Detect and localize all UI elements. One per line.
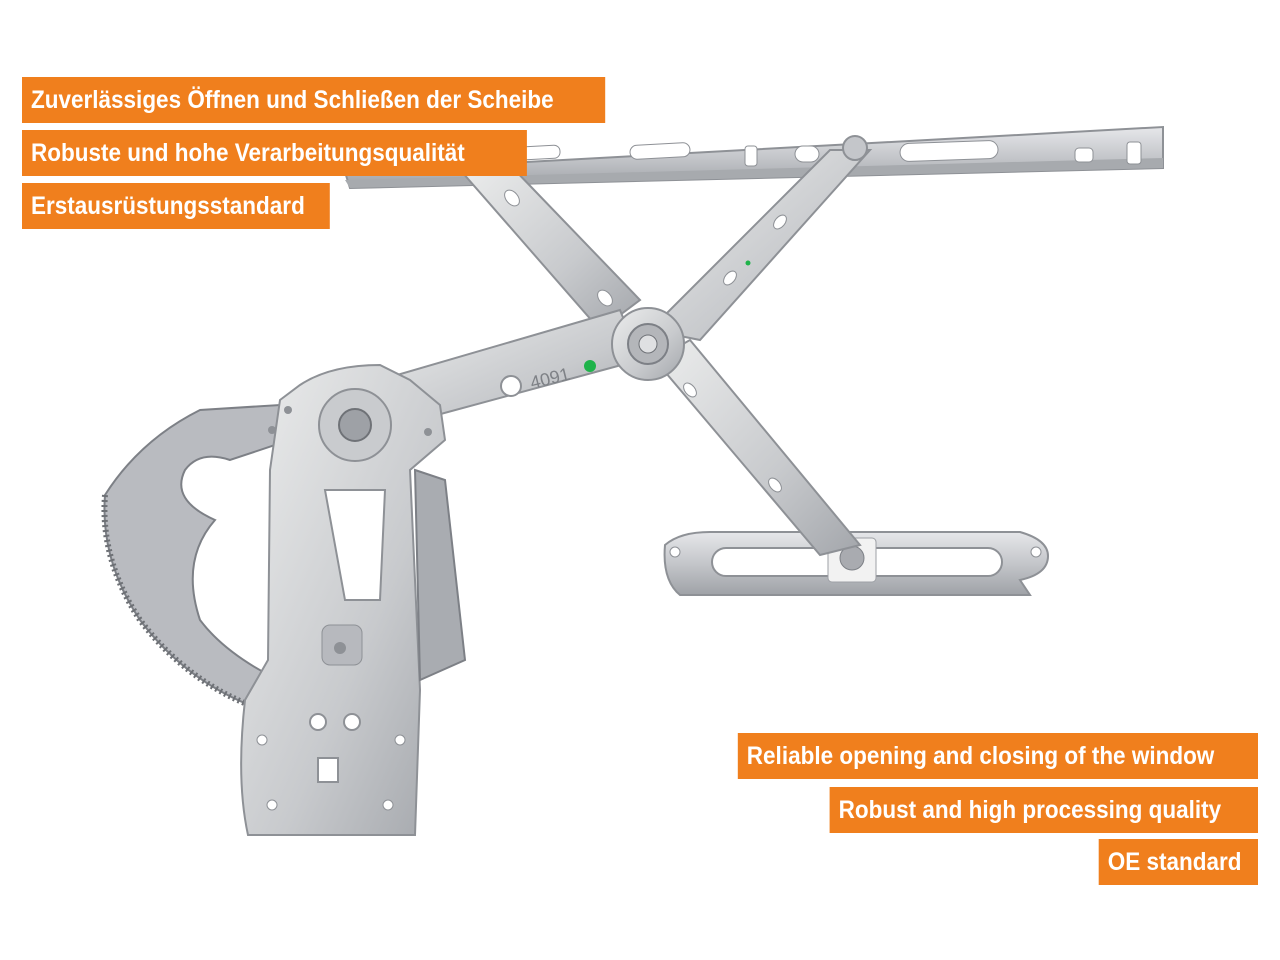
feature-label-en-3: OE standard [1098, 839, 1258, 885]
feature-label-de-1: Zuverlässiges Öffnen und Schließen der S… [22, 77, 606, 123]
feature-label-de-3: Erstausrüstungsstandard [22, 183, 330, 229]
mounting-plate [240, 363, 467, 836]
pivot-hub [611, 307, 685, 381]
bottom-rail [663, 531, 1050, 596]
feature-label-en-2: Robust and high processing quality [829, 787, 1258, 833]
top-rail [343, 125, 1164, 190]
marker-dot [584, 360, 596, 372]
feature-label-de-2: Robuste und hohe Verarbeitungsqualität [22, 130, 527, 176]
scissor-arm-short [460, 163, 862, 557]
feature-label-en-1: Reliable opening and closing of the wind… [737, 733, 1258, 779]
